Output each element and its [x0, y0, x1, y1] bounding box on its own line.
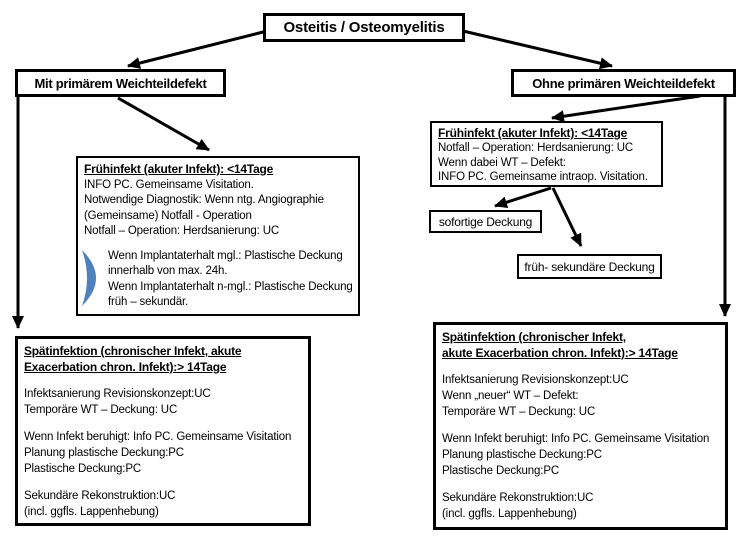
text-line: Wenn „neuer“ WT – Defekt: — [442, 390, 579, 402]
text-line: Temporäre WT – Deckung: UC — [24, 404, 178, 416]
text-line: Notfall – Operation: Herdsanierung: UC — [84, 225, 280, 237]
right-late-infection-title-line1: Spätinfektion (chronischer Infekt, — [442, 330, 626, 344]
text-line: (incl. ggfls. Lappenhebung) — [24, 506, 159, 518]
text-line: Wenn Implantaterhalt n-mgl.: Plastische … — [108, 280, 353, 293]
right-late-group-sanitation: Infektsanierung Revisionskonzept:UC Wenn … — [442, 372, 719, 420]
text-line: (incl. ggfls. Lappenhebung) — [442, 508, 577, 520]
arrow-left-header-to-early-box — [117, 96, 210, 152]
implant-options-lines: Wenn Implantaterhalt mgl.: Plastische De… — [108, 249, 353, 311]
root-node: Osteitis / Osteomyelitis — [263, 13, 465, 42]
text-line: Wenn Infekt beruhigt: Info PC. Gemeinsam… — [442, 433, 710, 445]
text-line: Planung plastische Deckung:PC — [24, 447, 184, 459]
text-line: Notfall – Operation: Herdsanierung: UC — [438, 141, 634, 154]
blue-bracket-icon — [82, 249, 96, 306]
arrow-right-header-to-early-box — [551, 94, 701, 123]
implant-options-block: Wenn Implantaterhalt mgl.: Plastische De… — [80, 249, 353, 311]
left-late-group-reconstruction: Sekundäre Rekonstruktion:UC (incl. ggfls.… — [24, 488, 302, 520]
immediate-coverage-label: sofortige Deckung — [438, 214, 533, 229]
early-secondary-coverage-label: früh- sekundäre Deckung — [524, 259, 655, 274]
right-late-group-coverage: Wenn Infekt beruhigt: Info PC. Gemeinsam… — [442, 431, 719, 479]
left-late-group-coverage: Wenn Infekt beruhigt: Info PC. Gemeinsam… — [24, 429, 302, 477]
text-line: INFO PC. Gemeinsame intraop. Visitation. — [438, 171, 648, 184]
text-line: Plastische Deckung:PC — [24, 463, 142, 475]
right-late-infection-title-line2: akute Exacerbation chron. Infekt):> 14Ta… — [442, 346, 678, 360]
right-late-group-reconstruction: Sekundäre Rekonstruktion:UC (incl. ggfls.… — [442, 490, 719, 522]
arrow-early-to-immediate-coverage — [494, 186, 552, 209]
right-early-infection-box: Frühinfekt (akuter Infekt): <14Tage Notf… — [430, 121, 663, 187]
text-line: früh – sekundär. — [108, 296, 189, 308]
left-branch-header-label: Mit primärem Weichteildefekt — [34, 75, 207, 91]
left-late-infection-title-line2: Exacerbation chron. Infekt):> 14Tage — [24, 360, 227, 374]
text-line: Plastische Deckung:PC — [442, 465, 560, 477]
text-line: Sekundäre Rekonstruktion:UC — [24, 490, 176, 502]
left-late-group-sanitation: Infektsanierung Revisionskonzept:UC Tempo… — [24, 386, 302, 418]
right-branch-header: Ohne primären Weichteildefekt — [511, 69, 736, 97]
text-line: Infektsanierung Revisionskonzept:UC — [442, 374, 629, 386]
text-line: Temporäre WT – Deckung: UC — [442, 406, 596, 418]
text-line: INFO PC. Gemeinsame Visitation. — [84, 178, 254, 191]
arrow-root-to-left-header — [127, 29, 268, 69]
early-secondary-coverage-box: früh- sekundäre Deckung — [517, 254, 662, 279]
arrow-root-to-right-header — [462, 29, 613, 70]
right-early-infection-title: Frühinfekt (akuter Infekt): <14Tage — [438, 126, 628, 140]
text-line: Notwendige Diagnostik: Wenn ntg. Angiogr… — [84, 194, 324, 206]
text-line: Infektsanierung Revisionskonzept:UC — [24, 388, 211, 400]
text-line: Wenn Infekt beruhigt: Info PC. Gemeinsam… — [24, 431, 292, 443]
left-late-infection-box: Spätinfektion (chronischer Infekt, akute… — [15, 336, 311, 526]
left-early-infection-box: Frühinfekt (akuter Infekt): <14Tage INFO… — [76, 156, 360, 316]
right-branch-header-label: Ohne primären Weichteildefekt — [532, 75, 715, 91]
left-early-infection-title: Frühinfekt (akuter Infekt): <14Tage — [84, 162, 274, 176]
text-line: (Gemeinsame) Notfall - Operation — [84, 209, 252, 222]
text-line: Wenn dabei WT – Defekt: — [438, 156, 566, 169]
left-branch-header: Mit primärem Weichteildefekt — [15, 69, 226, 97]
immediate-coverage-box: sofortige Deckung — [429, 210, 542, 233]
text-line: innerhalb von max. 24h. — [108, 265, 228, 277]
text-line: Sekundäre Rekonstruktion:UC — [442, 492, 594, 504]
left-early-infection-lines: INFO PC. Gemeinsame Visitation. Notwendig… — [84, 178, 352, 240]
right-early-infection-lines: Notfall – Operation: Herdsanierung: UC We… — [438, 141, 655, 185]
text-line: Planung plastische Deckung:PC — [442, 449, 602, 461]
right-late-infection-box: Spätinfektion (chronischer Infekt, akute… — [433, 322, 728, 530]
root-title: Osteitis / Osteomyelitis — [283, 19, 445, 36]
left-late-infection-title-line1: Spätinfektion (chronischer Infekt, akute — [24, 344, 242, 358]
text-line: Wenn Implantaterhalt mgl.: Plastische De… — [108, 249, 343, 262]
arrow-early-to-early-secondary-coverage — [551, 187, 583, 247]
